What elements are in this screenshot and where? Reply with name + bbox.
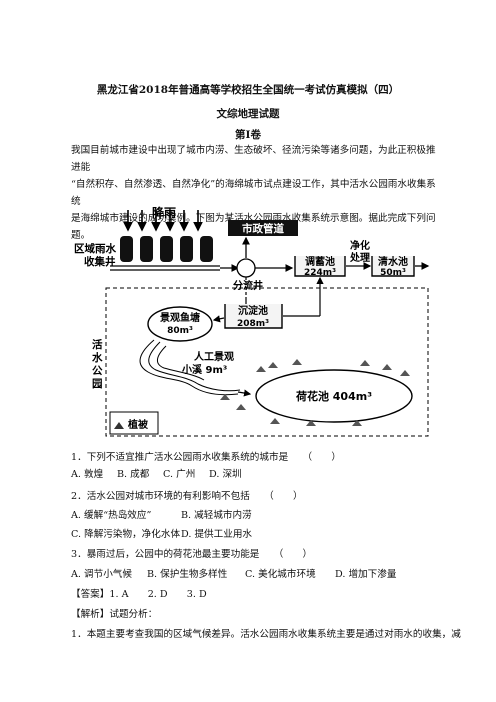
purify-label: 处理 <box>349 251 370 264</box>
answer-line: 【答案】1. A 2. D 3. D <box>71 589 207 600</box>
fish-pond-label: 景观鱼塘 <box>160 311 200 324</box>
option: A. 调节小气候 <box>71 569 132 580</box>
collection-wells <box>120 236 213 262</box>
clear-pool-volume: 50m³ <box>380 268 406 278</box>
diversion-well <box>236 258 256 278</box>
lotus-pool-label: 荷花池 404m³ <box>295 389 372 403</box>
collection-wells-label: 区域雨水 <box>74 242 116 255</box>
option: C. 降解污染物，净化水体 <box>71 529 181 540</box>
analysis-line: 1．本题主要考查我国的区域气候差异。活水公园雨水收集系统主要是通过对雨水的收集，… <box>71 629 461 640</box>
park-label: 活 <box>92 338 103 351</box>
intro-line: 是海绵城市建设的成功案例。下图为某活水公园雨水收集系统示意图。据此完成下列问题。 <box>71 213 436 241</box>
option: C. 广州 <box>163 469 196 480</box>
question-2-options-row-2: C. 降解污染物，净化水体D. 提供工业用水 <box>71 526 252 540</box>
regulation-pool <box>294 256 346 277</box>
intro-paragraph: 我国目前城市建设中出现了城市内涝、生态破坏、径流污染等诸多问题，为此正积极推进能… <box>71 142 443 244</box>
municipal-pipe-label: 市政管道 <box>242 222 284 235</box>
stream-label: 人工景观 <box>194 350 234 363</box>
rain-arrows <box>123 210 203 232</box>
clear-water-pool <box>371 256 415 277</box>
regulation-pool-label: 调蓄池 <box>305 255 335 268</box>
paper-subtitle: 文综地理试题 <box>216 108 280 120</box>
vegetation-label: 植被 <box>127 418 149 431</box>
municipal-pipe <box>228 220 298 236</box>
option: B. 成都 <box>117 469 150 480</box>
question-2-stem: 2．活水公园对城市环境的有利影响不包括 （ ） <box>71 491 303 502</box>
park-boundary <box>105 287 429 437</box>
analysis-label: 【解析】试题分析： <box>71 609 158 620</box>
diversion-well-label: 分流井 <box>233 279 263 292</box>
stream-volume: 小溪 9m³ <box>181 363 227 376</box>
option: B. 减轻城市内涝 <box>181 510 252 521</box>
sediment-pool-label: 沉淀池 <box>238 304 268 317</box>
inflow-pipe <box>110 264 240 272</box>
lotus-pool <box>255 369 413 423</box>
regulation-pool-volume: 224m³ <box>304 268 336 278</box>
park-label: 水 <box>91 351 103 364</box>
question-3-stem: 3．暴雨过后，公园中的荷花池最主要功能是 （ ） <box>71 549 313 560</box>
fish-pond-volume: 80m³ <box>167 326 193 336</box>
rain-label: 降雨 <box>152 205 176 220</box>
park-label: 园 <box>92 378 103 390</box>
vegetation-symbol <box>114 422 124 429</box>
park-label: 公 <box>92 365 103 377</box>
purify-label: 净化 <box>350 239 370 252</box>
sediment-pool-volume: 208m³ <box>237 319 269 329</box>
option: C. 美化城市环境 <box>245 569 316 580</box>
intro-line: 我国目前城市建设中出现了城市内涝、生态破坏、径流污染等诸多问题，为此正积极推进能 <box>71 145 436 173</box>
option: A. 缓解“热岛效应” <box>71 510 152 521</box>
sediment-pool <box>224 304 283 329</box>
clear-pool-label: 清水池 <box>378 255 408 268</box>
question-3-options: A. 调节小气候 B. 保护生物多样性 C. 美化城市环境 D. 增加下渗量 <box>71 566 396 580</box>
intro-line: “自然积存、自然渗透、自然净化”的海绵城市试点建设工作，其中活水公园雨水收集系统 <box>71 179 436 207</box>
option: B. 保护生物多样性 <box>147 569 228 580</box>
artificial-stream <box>139 339 241 396</box>
collection-wells-label: 收集井 <box>84 255 116 268</box>
rainwater-system-diagram: 降雨 区域雨水 收集井 市政管道 分流井 调蓄池 224m³ 净化 处理 清水池… <box>74 205 430 437</box>
option: D. 增加下渗量 <box>335 569 397 580</box>
question-1-stem: 1．下列不适宜推广活水公园雨水收集系统的城市是 （ ） <box>71 452 341 463</box>
vegetation-marks <box>220 359 410 426</box>
question-2-options-row-1: A. 缓解“热岛效应” B. 减轻城市内涝 <box>71 507 252 521</box>
question-1-options: A. 敦煌 B. 成都 C. 广州 D. 深圳 <box>71 466 242 480</box>
paper-title: 黑龙江省2018年普通高等学校招生全国统一考试仿真模拟（四） <box>96 84 400 96</box>
option: D. 深圳 <box>209 469 242 480</box>
option: A. 敦煌 <box>71 469 104 480</box>
option: D. 提供工业用水 <box>181 529 253 540</box>
fish-pond <box>147 306 213 342</box>
section-heading: 第I卷 <box>235 129 261 141</box>
